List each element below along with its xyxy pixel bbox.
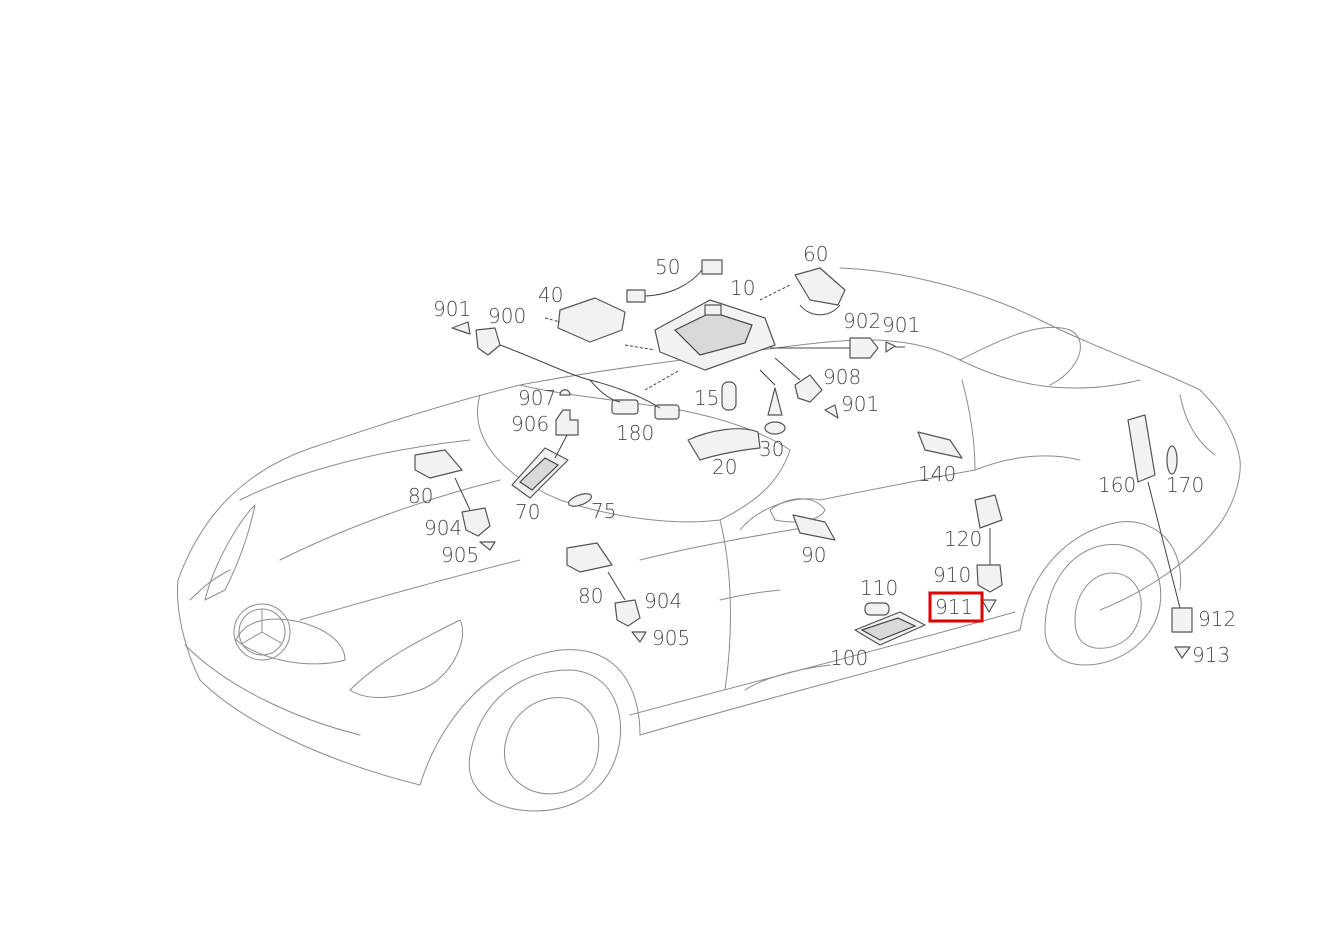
label-90[interactable]: 90 [801, 543, 826, 567]
label-50[interactable]: 50 [655, 255, 680, 279]
label-120[interactable]: 120 [944, 527, 982, 551]
part-900-socket [475, 327, 501, 356]
part-75-bulb [567, 493, 593, 507]
highlight-box [928, 591, 984, 623]
label-15[interactable]: 15 [694, 386, 719, 410]
part-913-bulb [1174, 646, 1191, 659]
part-30-clip [759, 369, 786, 435]
label-100[interactable]: 100 [830, 646, 868, 670]
label-906[interactable]: 906 [511, 412, 549, 436]
label-70[interactable]: 70 [515, 500, 540, 524]
part-912-socket [1171, 607, 1193, 633]
part-907-bulb [559, 389, 571, 396]
label-10[interactable]: 10 [730, 276, 755, 300]
part-908-socket [774, 357, 823, 403]
label-110[interactable]: 110 [860, 576, 898, 600]
label-912[interactable]: 912 [1198, 607, 1236, 631]
part-50-connector [626, 259, 723, 303]
label-80a[interactable]: 80 [408, 484, 433, 508]
part-120-switch [974, 494, 1003, 565]
part-160-strip [1127, 414, 1181, 609]
part-15-capsule [721, 381, 737, 411]
label-900[interactable]: 900 [488, 304, 526, 328]
label-20[interactable]: 20 [712, 455, 737, 479]
label-140[interactable]: 140 [918, 462, 956, 486]
part-110-bulb [864, 602, 890, 616]
part-170-bulb [1166, 445, 1178, 475]
mercedes-star-icon [233, 603, 291, 661]
part-70-lamp [511, 447, 569, 499]
label-907[interactable]: 907 [518, 386, 556, 410]
car-outline [176, 267, 1241, 812]
label-30[interactable]: 30 [759, 437, 784, 461]
part-901b-bulb [885, 341, 905, 353]
part-906-socket [554, 409, 579, 459]
part-40-module [544, 297, 656, 351]
label-910[interactable]: 910 [933, 563, 971, 587]
part-20-trim [687, 428, 761, 461]
part-910-socket [976, 564, 1003, 593]
part-905a-bulb [479, 541, 496, 551]
part-902-socket [770, 337, 879, 359]
part-905b-bulb [631, 631, 647, 643]
label-902[interactable]: 902 [843, 309, 881, 333]
part-911-bulb [981, 599, 997, 613]
part-80a-lamp [414, 449, 471, 511]
label-904b[interactable]: 904 [644, 589, 682, 613]
label-904a[interactable]: 904 [424, 516, 462, 540]
label-180[interactable]: 180 [616, 421, 654, 445]
label-905b[interactable]: 905 [652, 626, 690, 650]
part-10-overhead-panel [644, 284, 791, 391]
part-140-lamp [917, 431, 963, 459]
part-904b-socket [614, 599, 641, 627]
part-904a-socket [461, 507, 491, 537]
part-labels: 10 15 20 30 40 50 60 70 75 80 80 90 100 … [408, 242, 1236, 670]
label-908[interactable]: 908 [823, 365, 861, 389]
label-905a[interactable]: 905 [441, 543, 479, 567]
label-901b[interactable]: 901 [882, 313, 920, 337]
label-60[interactable]: 60 [803, 242, 828, 266]
part-100-lamp [854, 611, 926, 646]
part-90-lamp [792, 514, 836, 541]
label-901c[interactable]: 901 [841, 392, 879, 416]
label-40[interactable]: 40 [538, 283, 563, 307]
part-60-sensor [794, 267, 846, 316]
label-170[interactable]: 170 [1166, 473, 1204, 497]
label-80b[interactable]: 80 [578, 584, 603, 608]
label-913[interactable]: 913 [1192, 643, 1230, 667]
label-901a[interactable]: 901 [433, 297, 471, 321]
part-180-harness [499, 344, 680, 420]
label-911[interactable]: 911 [935, 595, 973, 619]
label-160[interactable]: 160 [1098, 473, 1136, 497]
part-901c-bulb [824, 404, 839, 419]
part-901a-bulb [451, 321, 471, 335]
label-75[interactable]: 75 [591, 499, 616, 523]
part-80b-lamp [566, 542, 626, 601]
